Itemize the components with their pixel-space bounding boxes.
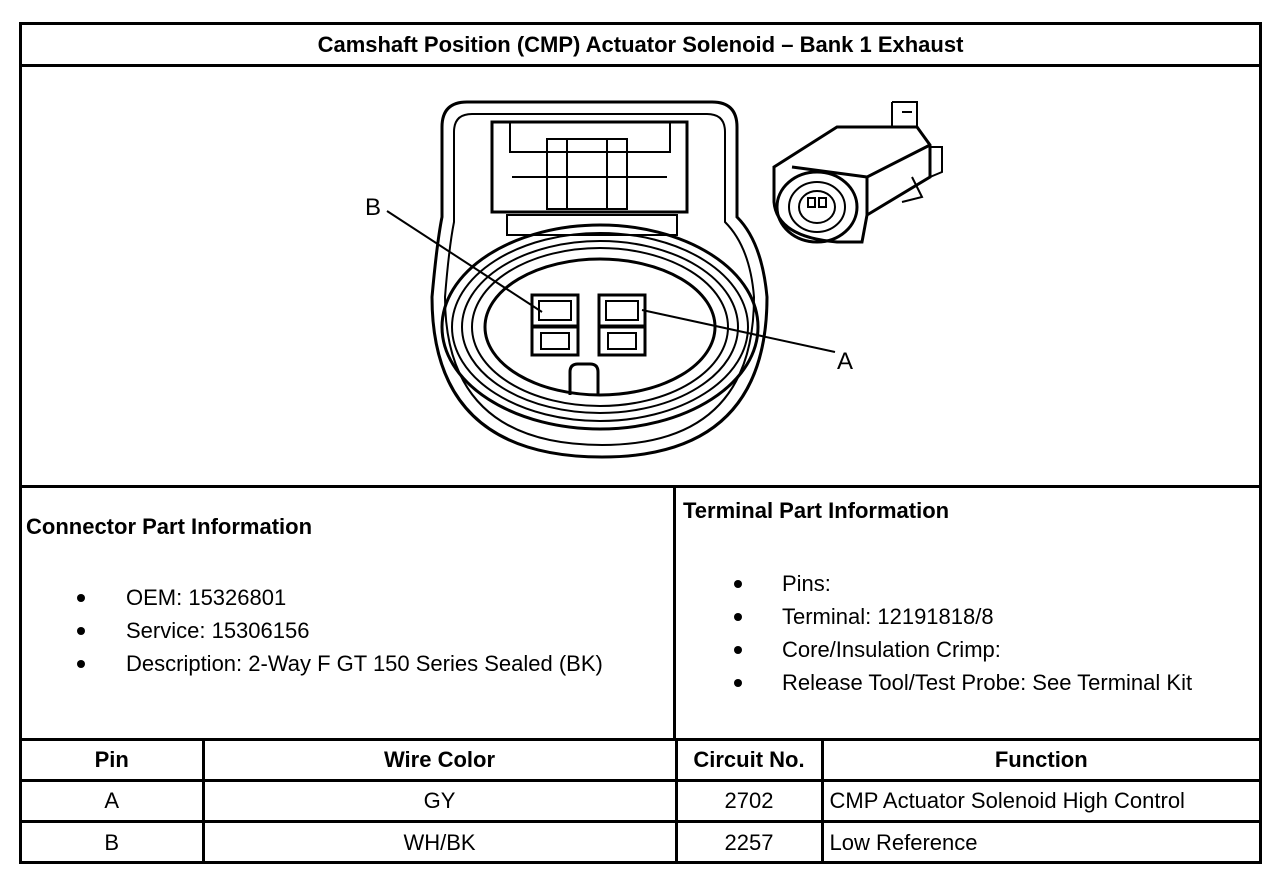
leader-b (386, 210, 543, 313)
latch (490, 120, 689, 214)
cavity-a (597, 293, 647, 357)
page-title: Camshaft Position (CMP) Actuator Solenoi… (22, 25, 1259, 67)
connector-figure: B A (22, 67, 1259, 488)
pin-label-b: B (365, 194, 381, 221)
bullet-icon (77, 594, 85, 602)
header-pin: Pin (22, 738, 205, 782)
housing-outline (430, 100, 769, 459)
bullet-icon (734, 646, 742, 654)
connector-item: OEM: 15326801 (77, 581, 603, 614)
terminal-item: Core/Insulation Crimp: (734, 633, 1192, 666)
seal-ring-outer (440, 223, 760, 431)
connector-end-view-sheet: Camshaft Position (CMP) Actuator Solenoi… (19, 22, 1262, 864)
pinout-table: Pin Wire Color Circuit No. Function A GY… (22, 738, 1259, 863)
cavity-b (530, 293, 580, 357)
connector-item: Description: 2-Way F GT 150 Series Seale… (77, 647, 603, 680)
terminal-heading: Terminal Part Information (683, 498, 950, 523)
bullet-icon (734, 613, 742, 621)
connector-3d-icon (772, 101, 943, 244)
bullet-icon (734, 580, 742, 588)
connector-heading: Connector Part Information (26, 514, 313, 539)
cell-function: CMP Actuator Solenoid High Control (820, 779, 1259, 823)
cell-function: Low Reference (820, 820, 1259, 863)
terminal-item: Pins: (734, 567, 1192, 600)
header-function: Function (820, 738, 1259, 782)
seal-ring-inner (483, 257, 717, 397)
terminal-item: Terminal: 12191818/8 (734, 600, 1192, 633)
polarizing-key (568, 362, 600, 395)
bullet-icon (77, 660, 85, 668)
leader-a (641, 309, 836, 353)
header-circuit-no: Circuit No. (674, 738, 824, 782)
cell-wire-color: GY (201, 779, 678, 823)
cell-circuit-no: 2702 (674, 779, 824, 823)
cell-circuit-no: 2257 (674, 820, 824, 863)
table-row: B WH/BK 2257 Low Reference (22, 820, 1259, 863)
connector-drawing: B A (365, 100, 943, 459)
bullet-icon (77, 627, 85, 635)
terminal-item: Release Tool/Test Probe: See Terminal Ki… (734, 666, 1192, 699)
table-row: A GY 2702 CMP Actuator Solenoid High Con… (22, 779, 1259, 823)
connector-items: OEM: 15326801 Service: 15306156 Descript… (77, 581, 603, 680)
terminal-part-info: Terminal Part Information Pins: Terminal… (676, 488, 1259, 741)
pin-label-a: A (837, 348, 853, 375)
connector-item: Service: 15306156 (77, 614, 603, 647)
cell-pin: A (22, 779, 205, 823)
header-wire-color: Wire Color (201, 738, 678, 782)
bullet-icon (734, 679, 742, 687)
table-header-row: Pin Wire Color Circuit No. Function (22, 738, 1259, 782)
terminal-items: Pins: Terminal: 12191818/8 Core/Insulati… (734, 567, 1192, 699)
cell-wire-color: WH/BK (201, 820, 678, 863)
cell-pin: B (22, 820, 205, 863)
connector-part-info: Connector Part Information OEM: 15326801… (22, 488, 676, 741)
